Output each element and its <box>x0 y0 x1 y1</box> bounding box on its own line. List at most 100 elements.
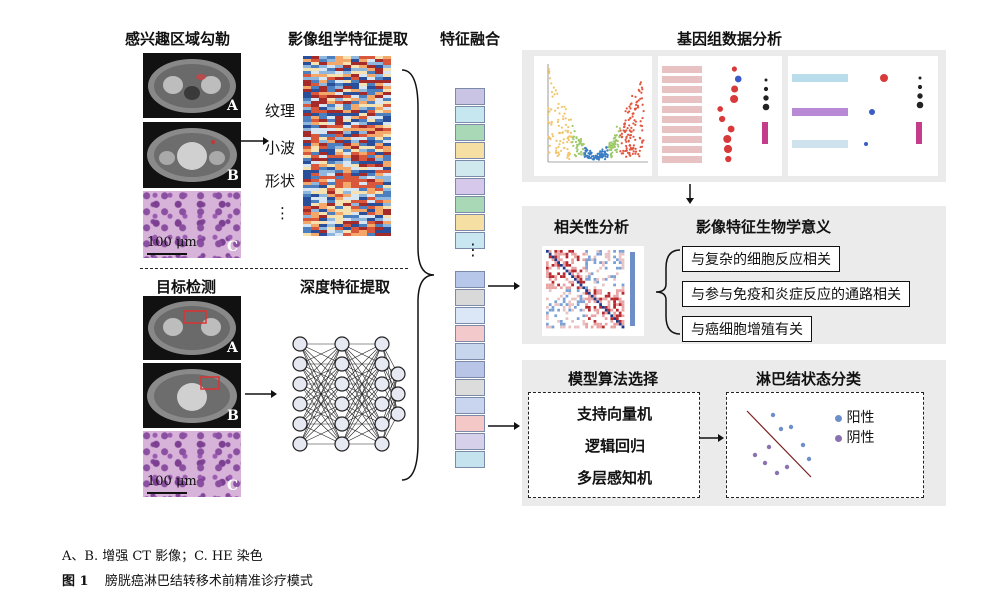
correlation-cell <box>546 306 549 309</box>
correlation-cell <box>546 314 549 317</box>
correlation-cell <box>608 298 611 301</box>
correlation-cell <box>552 261 555 264</box>
volcano-point <box>632 113 634 115</box>
fusion-feature-cell <box>455 433 485 450</box>
correlation-cell <box>605 317 608 320</box>
enrichment-dot <box>725 156 731 162</box>
volcano-point <box>610 145 612 147</box>
volcano-point <box>565 129 567 131</box>
heatmap-cell <box>311 140 319 143</box>
roi-header: 感兴趣区域勾勒 <box>125 28 230 49</box>
correlation-cell <box>577 281 580 284</box>
volcano-point <box>557 107 559 109</box>
heatmap-cell <box>383 80 391 83</box>
correlation-cell <box>608 289 611 292</box>
correlation-cell <box>549 278 552 281</box>
correlation-cell <box>596 253 599 256</box>
correlation-cell <box>594 323 597 326</box>
heatmap-cell <box>343 113 351 116</box>
heatmap-cell <box>335 110 343 113</box>
arrow-to-classification <box>700 432 724 444</box>
heatmap-cell <box>319 98 327 101</box>
correlation-cell <box>610 272 613 275</box>
volcano-point <box>625 156 627 158</box>
correlation-cell <box>588 258 591 261</box>
correlation-cell <box>591 306 594 309</box>
correlation-cell <box>582 264 585 267</box>
heatmap-cell <box>327 152 335 155</box>
term-label <box>792 74 848 82</box>
correlation-cell <box>557 303 560 306</box>
volcano-point <box>566 157 568 159</box>
heatmap-cell <box>367 134 375 137</box>
correlation-cell <box>596 286 599 289</box>
heatmap-cell <box>311 191 319 194</box>
heatmap-cell <box>327 158 335 161</box>
heatmap-cell <box>359 209 367 212</box>
correlation-cell <box>605 298 608 301</box>
volcano-point <box>622 152 624 154</box>
correlation-cell <box>622 314 625 317</box>
volcano-point <box>606 149 608 151</box>
correlation-cell <box>594 309 597 312</box>
volcano-point <box>588 156 590 158</box>
correlation-cell <box>605 267 608 270</box>
volcano-point <box>616 149 618 151</box>
heatmap-cell <box>359 179 367 182</box>
volcano-point <box>589 150 591 152</box>
correlation-cell <box>594 306 597 309</box>
correlation-cell <box>613 253 616 256</box>
correlation-cell <box>622 292 625 295</box>
correlation-cell <box>602 267 605 270</box>
correlation-cell <box>585 323 588 326</box>
heatmap-cell <box>311 182 319 185</box>
correlation-cell <box>557 264 560 267</box>
heatmap-cell <box>351 83 359 86</box>
heatmap-cell <box>335 65 343 68</box>
heatmap-cell <box>367 116 375 119</box>
heatmap-cell <box>343 212 351 215</box>
heatmap-cell <box>319 170 327 173</box>
correlation-cell <box>608 300 611 303</box>
correlation-cell <box>588 320 591 323</box>
correlation-cell <box>622 323 625 326</box>
arrow-to-network <box>245 388 277 400</box>
label-a-bottom: A <box>227 340 238 356</box>
correlation-cell <box>605 286 608 289</box>
correlation-cell <box>577 300 580 303</box>
volcano-point <box>570 119 572 121</box>
correlation-cell <box>557 317 560 320</box>
correlation-cell <box>582 261 585 264</box>
correlation-cell <box>552 253 555 256</box>
positive-point <box>779 427 783 431</box>
correlation-cell <box>566 317 569 320</box>
heatmap-cell <box>335 152 343 155</box>
volcano-point <box>626 136 628 138</box>
correlation-cell <box>610 264 613 267</box>
correlation-cell <box>563 256 566 259</box>
correlation-cell <box>546 295 549 298</box>
label-a: A <box>227 98 238 114</box>
correlation-cell <box>554 317 557 320</box>
heatmap-cell <box>311 218 319 221</box>
volcano-point <box>611 151 613 153</box>
volcano-point <box>633 150 635 152</box>
volcano-point <box>641 146 643 148</box>
correlation-cell <box>554 267 557 270</box>
correlation-cell <box>552 278 555 281</box>
heatmap-cell <box>335 143 343 146</box>
heatmap-cell <box>367 89 375 92</box>
he-image-c-top: 100 μm C <box>143 191 241 258</box>
correlation-cell <box>619 292 622 295</box>
volcano-point <box>610 149 612 151</box>
correlation-cell <box>568 320 571 323</box>
correlation-cell <box>585 264 588 267</box>
heatmap-cell <box>343 194 351 197</box>
heatmap-cell <box>335 155 343 158</box>
heatmap-cell <box>327 107 335 110</box>
correlation-cell <box>568 314 571 317</box>
correlation-cell <box>610 312 613 315</box>
correlation-cell <box>605 320 608 323</box>
fusion-feature-cell <box>455 397 485 414</box>
correlation-cell <box>596 264 599 267</box>
